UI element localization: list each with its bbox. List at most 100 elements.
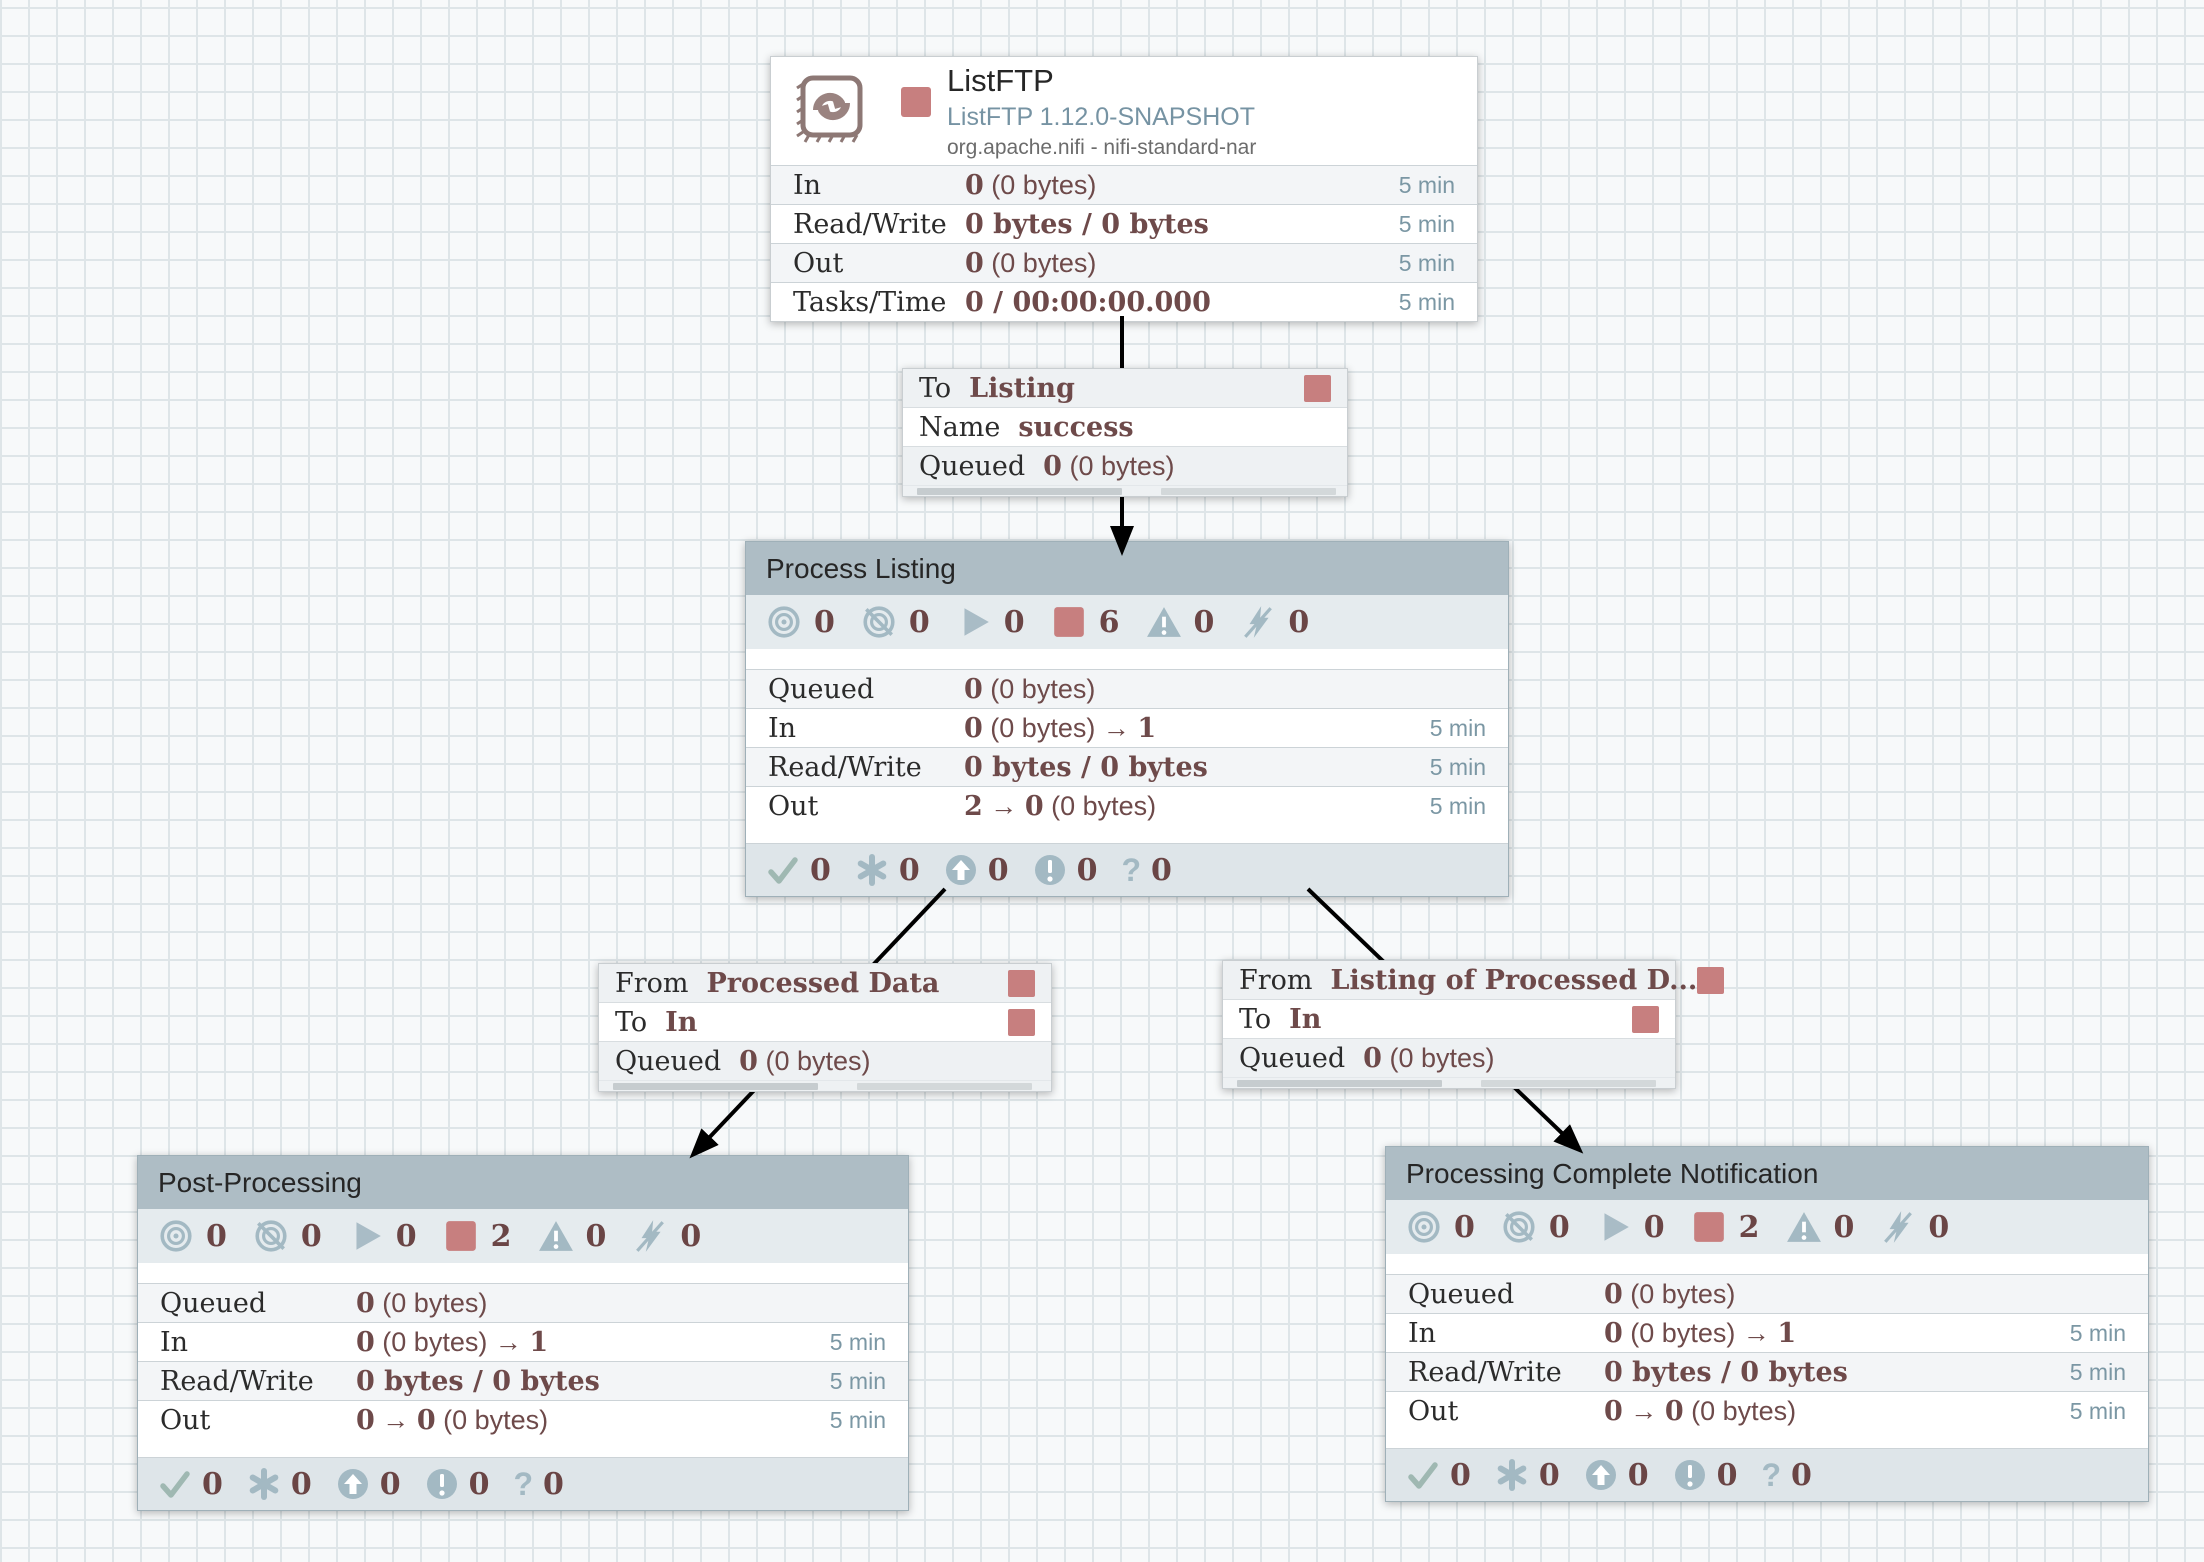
connection-queued-row: Queued 0 (0 bytes)	[1223, 1039, 1675, 1077]
group-header: Processing Complete Notification	[1386, 1147, 2148, 1200]
connection-label-processed-data[interactable]: From Processed Data To In Queued 0 (0 by…	[598, 963, 1052, 1092]
processor-type-version: ListFTP 1.12.0-SNAPSHOT	[947, 102, 1255, 131]
processor-listftp[interactable]: ListFTP ListFTP 1.12.0-SNAPSHOT org.apac…	[770, 56, 1478, 322]
locally-modified-icon	[247, 1467, 281, 1501]
stopped-state-icon	[1304, 374, 1331, 402]
process-group-post-processing[interactable]: Post-Processing 0 0 0 2 0 0 Queued 0 (0 …	[137, 1155, 909, 1511]
processor-name: ListFTP	[947, 62, 1054, 98]
connection-name-row: Name success	[903, 408, 1347, 447]
running-icon	[348, 1218, 384, 1254]
connection-queued-row: Queued 0 (0 bytes)	[903, 447, 1347, 485]
stat-window: 5 min	[1398, 171, 1455, 198]
connection-label-success[interactable]: To Listing Name success Queued 0 (0 byte…	[902, 368, 1348, 497]
sync-failure-icon	[1033, 853, 1067, 887]
stat-row-readwrite: Read/Write 0 bytes / 0 bytes 5 min	[1386, 1352, 2148, 1391]
stat-row-queued: Queued 0 (0 bytes)	[138, 1283, 908, 1322]
stat-row-readwrite: Read/Write 0 bytes / 0 bytes 5 min	[771, 204, 1477, 243]
group-title: Processing Complete Notification	[1406, 1157, 1819, 1189]
data-size-bar	[1161, 488, 1336, 495]
transmitting-icon	[158, 1218, 194, 1254]
group-status-row: 0 0 0 2 0 0	[1386, 1200, 2148, 1254]
not-transmitting-icon	[861, 604, 897, 640]
connection-queued-row: Queued 0 (0 bytes)	[599, 1042, 1051, 1080]
stopped-state-icon	[1632, 1005, 1659, 1033]
stat-row-out: Out 2 → 0 (0 bytes) 5 min	[746, 786, 1508, 825]
group-title: Post-Processing	[158, 1166, 362, 1198]
process-group-processing-complete-notification[interactable]: Processing Complete Notification 0 0 0 2…	[1385, 1146, 2149, 1502]
queue-capacity-bars	[1223, 1077, 1675, 1088]
disabled-icon	[1240, 604, 1276, 640]
stat-window: 5 min	[1398, 249, 1455, 276]
stale-icon	[336, 1467, 370, 1501]
stopped-state-icon	[1008, 1008, 1035, 1036]
stat-row-queued: Queued 0 (0 bytes)	[1386, 1274, 2148, 1313]
stat-window: 5 min	[1398, 288, 1455, 315]
connection-from-row: From Listing of Processed D...	[1223, 961, 1725, 1000]
stopped-state-icon	[901, 87, 931, 117]
stat-row-out: Out 0 (0 bytes) 5 min	[771, 243, 1477, 282]
stat-row-readwrite: Read/Write 0 bytes / 0 bytes 5 min	[746, 747, 1508, 786]
invalid-icon	[1786, 1209, 1822, 1245]
not-transmitting-icon	[1501, 1209, 1537, 1245]
processor-type-icon	[796, 75, 863, 143]
stopped-icon	[1691, 1209, 1727, 1245]
transmitting-icon	[1406, 1209, 1442, 1245]
connection-label-listing-of-processed[interactable]: From Listing of Processed D... To In Que…	[1222, 960, 1725, 1089]
group-header: Post-Processing	[138, 1156, 908, 1209]
up-to-date-icon	[158, 1467, 192, 1501]
object-count-bar	[917, 488, 1122, 495]
group-header: Process Listing	[746, 542, 1508, 595]
up-to-date-icon	[766, 853, 800, 887]
connection-to-row: To In	[1223, 1000, 1675, 1039]
stopped-state-icon	[1008, 969, 1035, 997]
locally-modified-icon	[855, 853, 889, 887]
stat-row-queued: Queued 0 (0 bytes)	[746, 669, 1508, 708]
unversioned-icon: ?	[1761, 1456, 1782, 1493]
disabled-icon	[1880, 1209, 1916, 1245]
stat-row-in: In 0 (0 bytes) 5 min	[771, 165, 1477, 204]
not-transmitting-icon	[253, 1218, 289, 1254]
connection-to-row: To In	[599, 1003, 1051, 1042]
group-title: Process Listing	[766, 552, 956, 584]
stat-row-in: In 0 (0 bytes) → 1 5 min	[1386, 1313, 2148, 1352]
version-state-row: 0 0 0 0 ? 0	[138, 1457, 908, 1510]
stopped-icon	[1051, 604, 1087, 640]
processor-bundle: org.apache.nifi - nifi-standard-nar	[947, 135, 1257, 159]
stat-row-out: Out 0 → 0 (0 bytes) 5 min	[1386, 1391, 2148, 1430]
stat-row-tasks-time: Tasks/Time 0 / 00:00:00.000 5 min	[771, 282, 1477, 321]
stale-icon	[944, 853, 978, 887]
group-status-row: 0 0 0 6 0 0	[746, 595, 1508, 649]
stopped-icon	[443, 1218, 479, 1254]
sync-failure-icon	[425, 1467, 459, 1501]
stat-row-out: Out 0 → 0 (0 bytes) 5 min	[138, 1400, 908, 1439]
data-size-bar	[857, 1083, 1032, 1090]
locally-modified-icon	[1495, 1458, 1529, 1492]
disabled-icon	[632, 1218, 668, 1254]
connection-to-row: To Listing	[903, 369, 1347, 408]
stopped-state-icon	[1697, 966, 1725, 994]
up-to-date-icon	[1406, 1458, 1440, 1492]
running-icon	[1596, 1209, 1632, 1245]
stat-row-in: In 0 (0 bytes) → 1 5 min	[138, 1322, 908, 1361]
queue-capacity-bars	[599, 1080, 1051, 1091]
object-count-bar	[1237, 1080, 1442, 1087]
stat-window: 5 min	[1398, 210, 1455, 237]
connection-from-row: From Processed Data	[599, 964, 1051, 1003]
running-icon	[956, 604, 992, 640]
queue-capacity-bars	[903, 485, 1347, 496]
object-count-bar	[613, 1083, 818, 1090]
version-state-row: 0 0 0 0 ? 0	[1386, 1448, 2148, 1501]
version-state-row: 0 0 0 0 ? 0	[746, 843, 1508, 896]
invalid-icon	[538, 1218, 574, 1254]
stale-icon	[1584, 1458, 1618, 1492]
stat-row-in: In 0 (0 bytes) → 1 5 min	[746, 708, 1508, 747]
invalid-icon	[1146, 604, 1182, 640]
unversioned-icon: ?	[1121, 851, 1142, 888]
sync-failure-icon	[1673, 1458, 1707, 1492]
stat-row-readwrite: Read/Write 0 bytes / 0 bytes 5 min	[138, 1361, 908, 1400]
unversioned-icon: ?	[513, 1465, 534, 1502]
data-size-bar	[1481, 1080, 1656, 1087]
transmitting-icon	[766, 604, 802, 640]
process-group-process-listing[interactable]: Process Listing 0 0 0 6 0 0 Queued 0 (0 …	[745, 541, 1509, 897]
